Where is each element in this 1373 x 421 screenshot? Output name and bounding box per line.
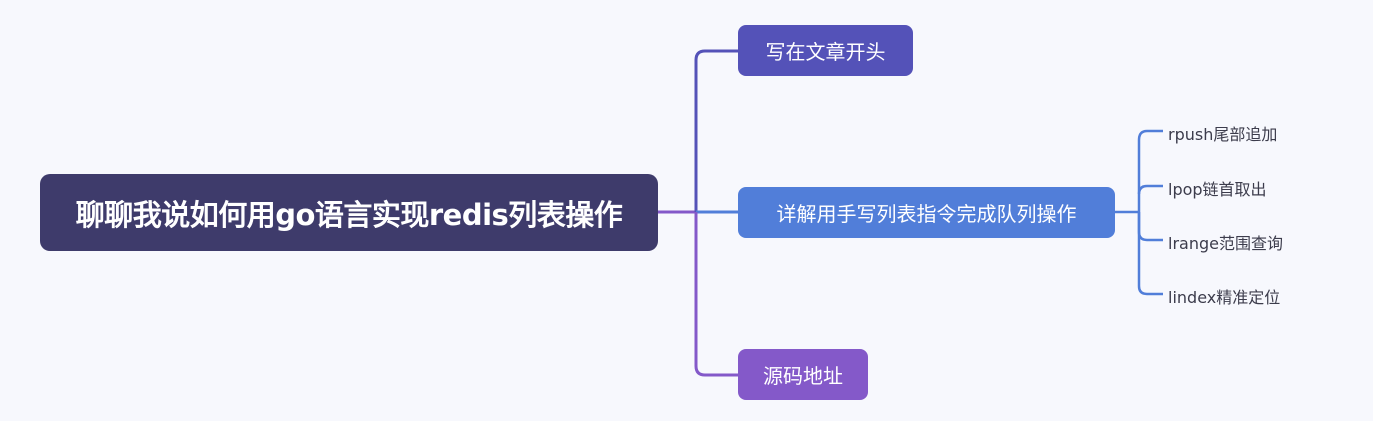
link-branch-3	[694, 212, 738, 377]
link-leaf-2	[1137, 184, 1163, 195]
branch-node-detail[interactable]: 详解用手写列表指令完成队列操作	[738, 187, 1115, 238]
branch-node-intro[interactable]: 写在文章开头	[738, 25, 913, 76]
root-node[interactable]: 聊聊我说如何用go语言实现redis列表操作	[40, 174, 658, 251]
link-leaf-3	[1137, 212, 1163, 242]
leaf-node-lpop[interactable]: lpop链首取出	[1168, 176, 1267, 200]
leaf-label: lrange范围查询	[1168, 234, 1283, 253]
leaf-label: lindex精准定位	[1168, 288, 1281, 307]
branch-node-source[interactable]: 源码地址	[738, 349, 868, 400]
leaf-node-lrange[interactable]: lrange范围查询	[1168, 230, 1283, 254]
leaf-node-rpush[interactable]: rpush尾部追加	[1168, 121, 1277, 145]
leaf-label: rpush尾部追加	[1168, 125, 1278, 144]
branch-label: 源码地址	[763, 364, 843, 388]
root-label: 聊聊我说如何用go语言实现redis列表操作	[75, 197, 623, 232]
branch-label: 详解用手写列表指令完成队列操作	[776, 202, 1077, 226]
link-leaf-1	[1137, 129, 1163, 212]
branch-label: 写在文章开头	[765, 40, 886, 64]
link-branch-1	[694, 49, 738, 212]
link-leaf-4	[1137, 212, 1163, 296]
leaf-label: lpop链首取出	[1168, 180, 1267, 199]
leaf-node-lindex[interactable]: lindex精准定位	[1168, 284, 1280, 308]
